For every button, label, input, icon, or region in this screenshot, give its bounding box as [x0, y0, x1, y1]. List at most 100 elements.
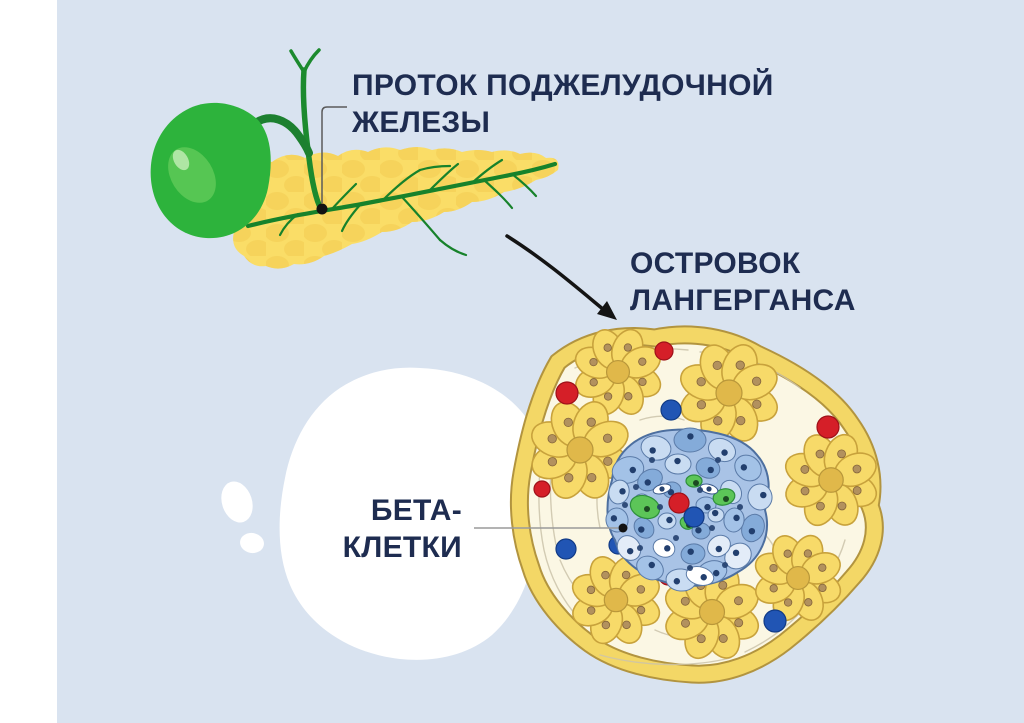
beta-cell — [734, 454, 762, 482]
cell-nucleus — [740, 464, 748, 471]
beta-cell — [695, 457, 721, 479]
cell-nucleus — [715, 545, 723, 553]
beta-cell — [685, 566, 715, 586]
beta-cell — [680, 543, 706, 565]
cell-nucleus — [687, 548, 694, 555]
acinar-dot — [712, 360, 722, 371]
cell-nucleus — [674, 457, 681, 465]
cell-nucleus — [610, 515, 618, 522]
pancreas-illustration — [150, 48, 559, 269]
cell-nucleus — [637, 545, 643, 551]
bile-duct-illustration — [289, 48, 324, 212]
acinar-dot — [803, 549, 813, 558]
red-blood-cell — [668, 492, 690, 514]
acinar-dot — [751, 376, 762, 386]
acinar-center — [698, 598, 726, 626]
acinar-dot — [800, 486, 810, 496]
cell-nucleus — [687, 433, 694, 440]
beta-cell — [616, 535, 642, 561]
acinar-dot — [783, 549, 792, 558]
acinar-cell-cluster — [754, 534, 842, 622]
acinar-dot — [624, 392, 633, 401]
cell-nucleus — [638, 526, 645, 533]
beta-cell — [673, 427, 707, 453]
beta-cell — [747, 483, 773, 511]
acinar-dot — [696, 377, 706, 387]
acinar-dot — [837, 449, 846, 459]
acinar-dot — [815, 449, 825, 459]
acinar-dot — [589, 357, 598, 367]
blue-cell — [660, 399, 682, 421]
label-pancreatic-duct: ПРОТОК ПОДЖЕЛУДОЧНОЙ ЖЕЛЕЗЫ — [352, 69, 774, 139]
acinar-dot — [800, 465, 810, 474]
acinar-dot — [718, 580, 728, 590]
acinar-dot — [547, 457, 558, 467]
flow-arrow-head — [597, 301, 617, 320]
acinar-dot — [603, 456, 613, 466]
cell-nucleus — [722, 562, 728, 568]
acinar-dot — [736, 415, 746, 426]
cell-nucleus — [707, 466, 714, 474]
acinar-dot — [735, 360, 745, 370]
acinar-dot — [837, 501, 847, 511]
acinar-dot — [622, 620, 631, 630]
acinar-dot — [623, 343, 633, 352]
acinar-dot — [852, 464, 862, 474]
beta-cell-cluster — [605, 427, 773, 592]
pancreas-texture — [229, 147, 559, 269]
cell-nucleus — [695, 527, 702, 534]
cell-nucleus — [715, 457, 721, 463]
beta-cell — [723, 507, 745, 533]
cell-nucleus — [711, 509, 719, 517]
duct-leader-line — [321, 106, 347, 203]
cell-nucleus — [673, 578, 681, 585]
cell-nucleus — [666, 516, 673, 524]
acinar-dot — [638, 357, 647, 366]
cell-nucleus — [626, 547, 634, 555]
red-blood-cell — [555, 381, 579, 405]
cell-nucleus — [760, 491, 767, 499]
cell-nucleus — [644, 479, 651, 486]
acinar-dot — [734, 596, 743, 606]
thought-bubble — [221, 367, 544, 660]
acinar-dot — [769, 584, 778, 593]
acinar-dot — [601, 620, 611, 630]
cell-nucleus — [649, 447, 656, 454]
acinar-dot — [818, 583, 827, 593]
beta-anchor-dot — [618, 523, 628, 533]
acinar-dot — [816, 501, 825, 511]
acinar-dot — [636, 585, 646, 594]
acinar-dot — [852, 486, 862, 495]
acinar-dot — [586, 606, 596, 615]
gallbladder-illustration — [150, 102, 313, 239]
red-blood-cell — [816, 415, 840, 439]
cell-nucleus — [664, 545, 671, 552]
cell-nucleus — [657, 504, 663, 510]
acinar-dot — [769, 563, 778, 573]
label-islet-of-langerhans: ОСТРОВОК ЛАНГЕРГАНСА — [630, 247, 856, 317]
cell-nucleus — [622, 502, 628, 508]
blue-cell — [683, 506, 705, 528]
acinar-dot — [713, 416, 723, 426]
acinar-dot — [563, 417, 573, 428]
pancreatic-duct-illustration — [245, 158, 558, 257]
cell-nucleus — [687, 565, 693, 571]
acinar-dot — [818, 563, 827, 572]
cell-nucleus — [644, 506, 650, 512]
acinar-dot — [587, 472, 597, 483]
acinar-cell-cluster — [680, 344, 778, 442]
cell-nucleus — [723, 496, 729, 502]
cell-nucleus — [619, 488, 626, 495]
acinar-dot — [783, 598, 793, 607]
acinar-dot — [602, 433, 613, 443]
acinar-dot — [718, 634, 728, 643]
acinar-dot — [752, 399, 762, 409]
cell-nucleus — [737, 504, 743, 510]
cell-nucleus — [713, 569, 720, 577]
acinar-dot — [586, 585, 596, 595]
beta-cell — [611, 456, 645, 484]
acinar-center — [566, 436, 594, 464]
red-blood-cell — [533, 480, 551, 498]
